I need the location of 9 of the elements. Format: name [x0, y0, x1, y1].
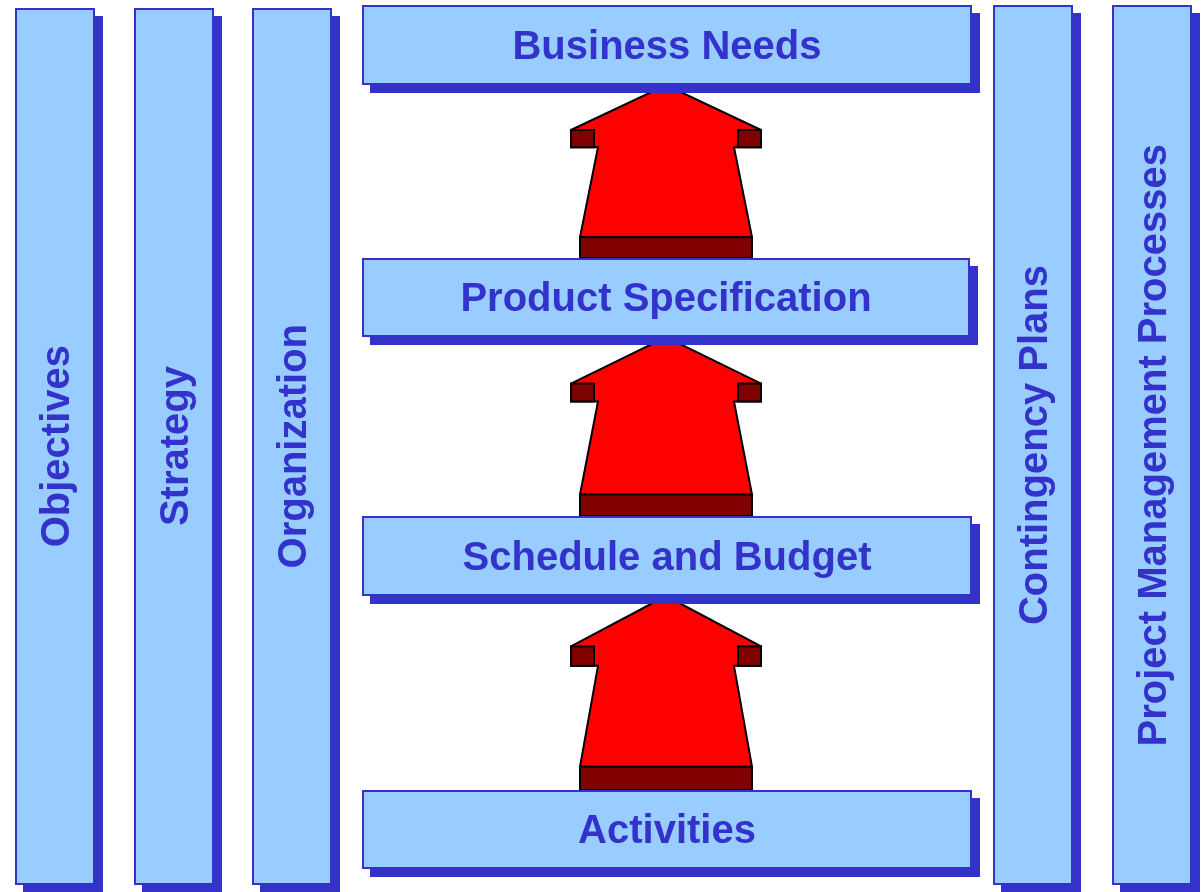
box-label: Business Needs: [512, 22, 822, 68]
box-label: Contingency Plans: [1010, 264, 1056, 626]
box-label: Organization: [269, 324, 315, 569]
box-label: Activities: [578, 807, 756, 852]
box-label: Project Management Processes: [1129, 143, 1175, 747]
box-label: Strategy: [151, 366, 197, 527]
box-label: Objectives: [32, 345, 78, 548]
box-label: Schedule and Budget: [462, 533, 872, 579]
box-label: Product Specification: [460, 275, 872, 320]
